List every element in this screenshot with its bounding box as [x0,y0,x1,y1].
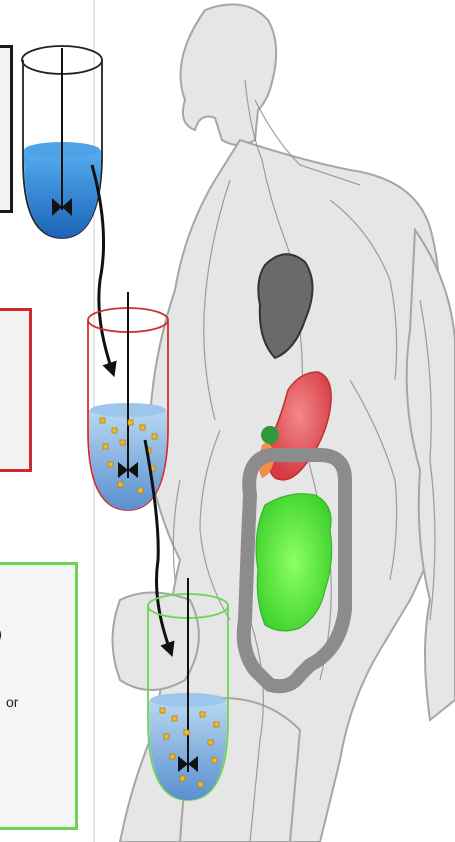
liver-lobe-illustration [261,426,279,444]
